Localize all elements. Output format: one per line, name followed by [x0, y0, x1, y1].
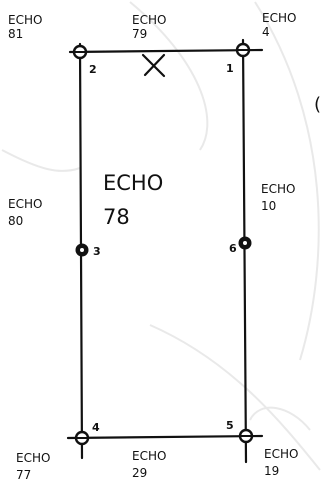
echo-80-label: ECHO 80: [8, 197, 42, 228]
label-line: ECHO: [261, 182, 295, 196]
point-label-5: 5: [226, 419, 234, 432]
background-arc-top: [129, 1, 209, 151]
label-line: ECHO: [16, 451, 50, 465]
echo-19-label: ECHO 19: [264, 447, 298, 478]
label-line: 19: [264, 464, 279, 478]
label-line: ECHO: [132, 449, 166, 463]
point-label-1: 1: [226, 62, 234, 75]
label-line: ECHO: [8, 13, 42, 27]
label-line: 77: [16, 468, 31, 482]
point-label-2: 2: [89, 63, 97, 76]
label-line: ECHO: [103, 171, 163, 195]
label-line: 81: [8, 27, 23, 41]
background-arc-bottom-right: [249, 406, 311, 431]
label-line: ECHO: [8, 197, 42, 211]
echo-78-label: ECHO 78: [103, 171, 163, 229]
background-arc-bottom: [149, 324, 321, 471]
point-4-marker: [74, 430, 90, 446]
point-label-3: 3: [93, 245, 101, 258]
background-arc-right: [254, 1, 320, 361]
label-line: ECHO: [264, 447, 298, 461]
point-3-hole: [80, 248, 84, 252]
edge-paren-glyph: (: [314, 94, 321, 115]
x-mark-stroke-2: [143, 53, 166, 77]
label-line: 4: [262, 25, 270, 39]
label-line: 79: [132, 27, 147, 41]
echo-10-label: ECHO 10: [261, 182, 295, 213]
point-1-marker: [235, 42, 251, 58]
label-line: 78: [103, 205, 130, 229]
echo-29-label: ECHO 29: [132, 449, 166, 480]
x-mark: [141, 53, 166, 78]
point-numbers: 2 1 3 6 4 5: [89, 62, 237, 434]
echo-77-label: ECHO 77: [16, 451, 50, 482]
right-line: [241, 38, 248, 464]
point-2-marker: [72, 44, 88, 60]
label-line: 29: [132, 466, 147, 480]
point-label-4: 4: [92, 421, 100, 434]
point-label-6: 6: [229, 242, 237, 255]
survey-points: [72, 42, 254, 446]
bottom-line: [66, 434, 264, 440]
label-line: ECHO: [132, 13, 166, 27]
point-6-hole: [243, 241, 247, 245]
top-line: [68, 48, 264, 54]
background-arc-left: [1, 149, 81, 172]
x-mark-text: X: [0, 0, 1, 1]
point-5-marker: [238, 428, 254, 444]
label-line: 80: [8, 214, 23, 228]
background-arcs: [1, 1, 321, 471]
label-line: 10: [261, 199, 276, 213]
label-line: ECHO: [262, 11, 296, 25]
